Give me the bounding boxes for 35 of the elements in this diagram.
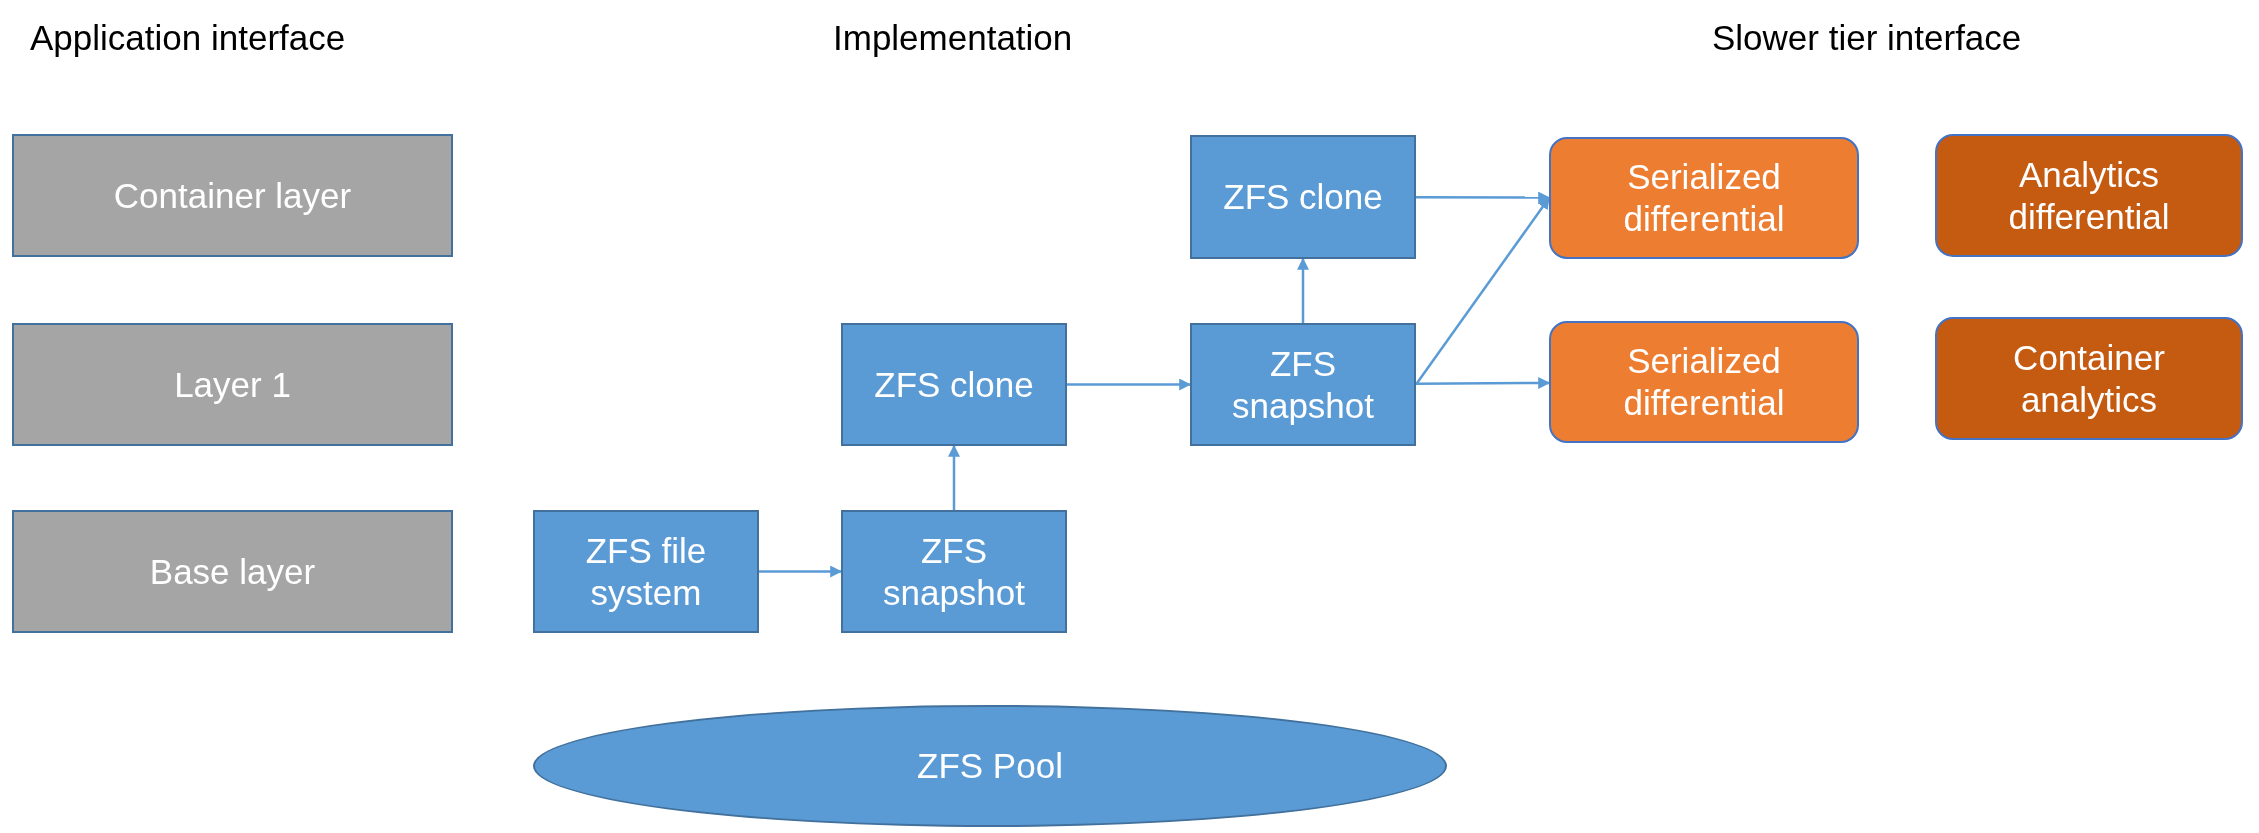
- arrow: [759, 565, 843, 578]
- node-label: ZFS snapshot: [881, 529, 1027, 614]
- arrow: [1067, 378, 1192, 391]
- node-label: Container layer: [113, 174, 352, 217]
- layer-box: [12, 134, 453, 257]
- process-box: [533, 510, 759, 633]
- column-heading: Application interface: [30, 18, 346, 58]
- process-box: [841, 510, 1067, 633]
- arrow: [1416, 191, 1551, 204]
- process-box: [1190, 135, 1416, 259]
- process-box: [841, 323, 1067, 446]
- rounded-box: [1935, 134, 2243, 257]
- node-label: ZFS Pool: [917, 745, 1063, 787]
- layer-box: [12, 323, 453, 446]
- arrow: [1416, 377, 1551, 390]
- column-heading: Slower tier interface: [1712, 18, 2022, 58]
- process-box: [1190, 323, 1416, 446]
- node-label: ZFS file system: [584, 529, 708, 614]
- rounded-box: [1935, 317, 2243, 440]
- arrow: [948, 444, 960, 510]
- node-label: Base layer: [149, 550, 316, 593]
- arrow: [1297, 257, 1309, 323]
- column-heading: Implementation: [833, 18, 1073, 58]
- node-label: Layer 1: [174, 363, 291, 406]
- node-label: Analytics differential: [2007, 153, 2171, 238]
- node-label: Serialized differential: [1622, 156, 1786, 240]
- rounded-box: [1549, 321, 1859, 443]
- node-label: ZFS clone: [1223, 176, 1383, 218]
- layer-box: [12, 510, 453, 633]
- node-label: ZFS clone: [874, 363, 1034, 406]
- node-label: Serialized differential: [1622, 340, 1786, 424]
- rounded-box: [1549, 137, 1859, 259]
- node-label: ZFS snapshot: [1230, 342, 1376, 427]
- node-label: Container analytics: [2012, 336, 2166, 421]
- arrow: [1415, 197, 1550, 386]
